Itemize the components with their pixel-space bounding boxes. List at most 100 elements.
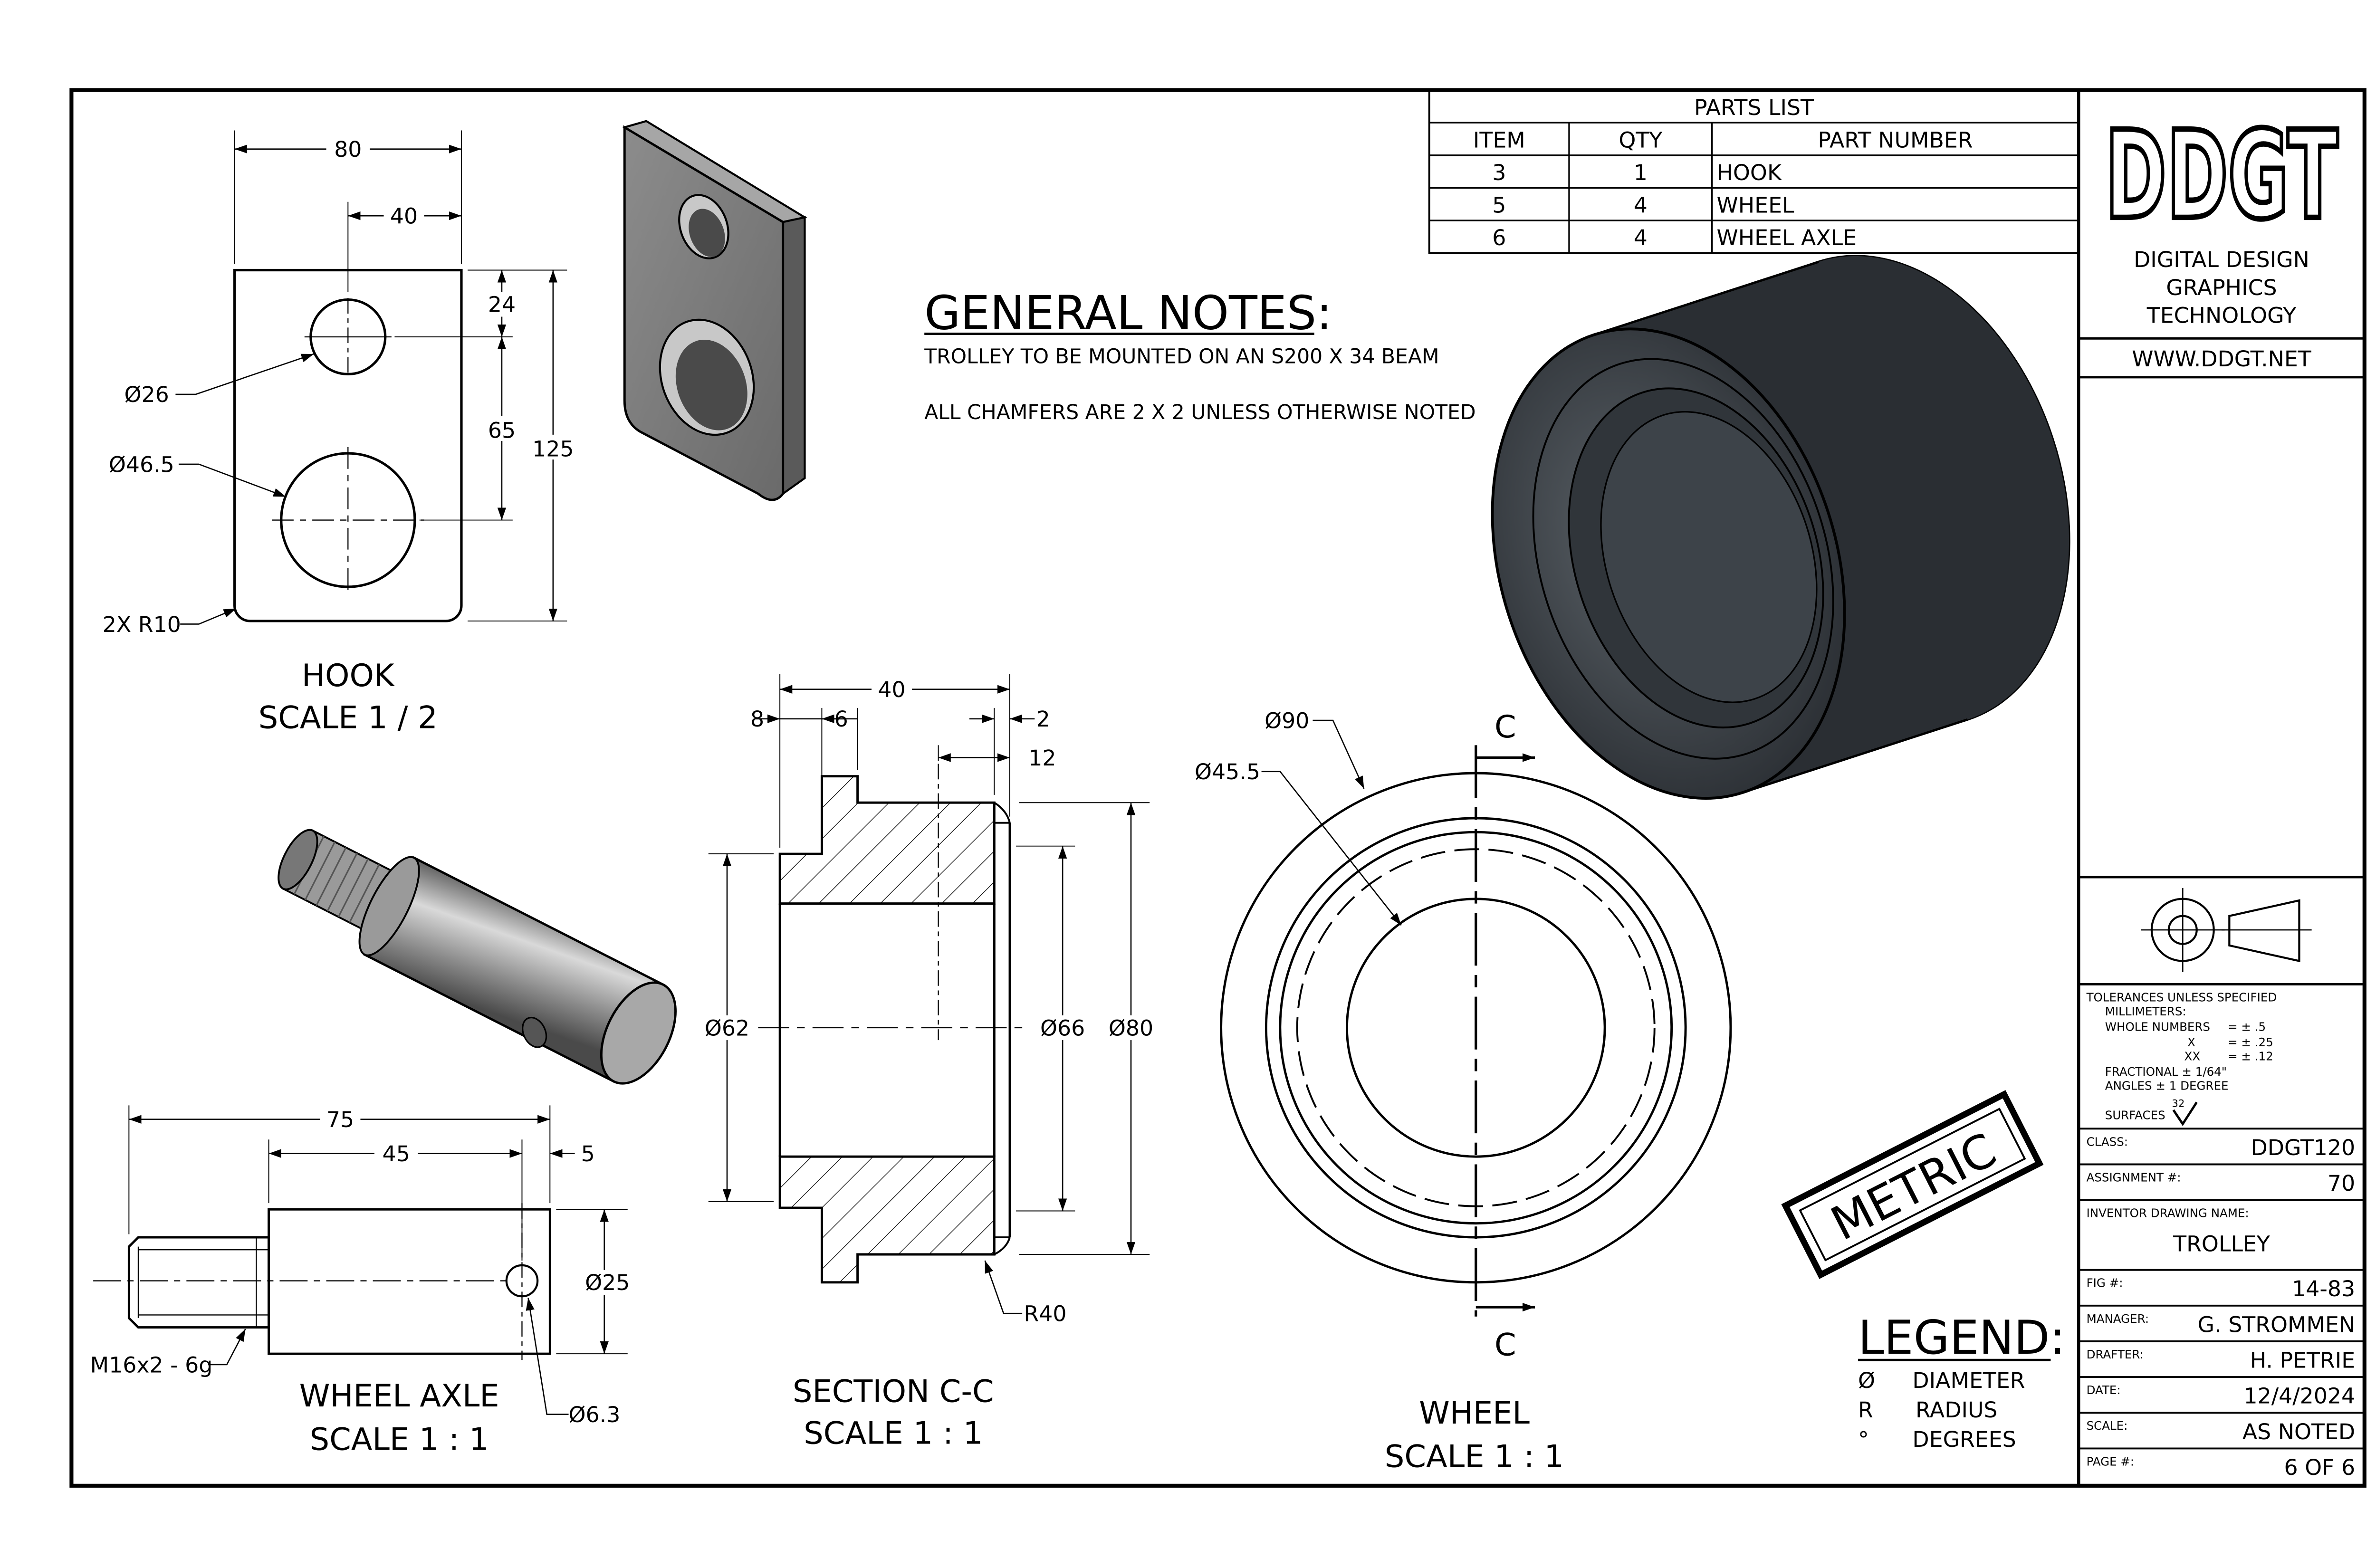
section-dim-6: 6 <box>834 707 848 732</box>
section-dia-62: Ø62 <box>705 1015 749 1041</box>
company-website: WWW.DDGT.NET <box>2132 346 2312 372</box>
tolerance-notes: TOLERANCES UNLESS SPECIFIED MILLIMETERS:… <box>2086 990 2277 1127</box>
general-notes-title: GENERAL NOTES: <box>924 287 1332 341</box>
parts-header-item: ITEM <box>1473 127 1525 153</box>
parts-row-3-item: 6 <box>1492 225 1506 250</box>
section-dim-8: 8 <box>750 707 764 732</box>
parts-row-1-item: 3 <box>1492 160 1506 185</box>
drawing-name-value: TROLLEY <box>2173 1231 2271 1256</box>
parts-row-1-part: HOOK <box>1717 160 1782 185</box>
hook-drawing: 80 40 24 65 125 Ø26 Ø46.5 2X R10 HOOK SC… <box>103 130 578 736</box>
section-title: SECTION C-C <box>793 1373 994 1409</box>
parts-row-2-part: WHEEL <box>1717 193 1794 218</box>
axle-dim-45: 45 <box>383 1141 410 1166</box>
hook-title: HOOK <box>302 658 395 694</box>
surface-finish-icon <box>2172 1101 2198 1127</box>
general-note-2: ALL CHAMFERS ARE 2 X 2 UNLESS OTHERWISE … <box>924 401 1475 424</box>
page-label: PAGE #: <box>2087 1454 2135 1468</box>
svg-text:FRACTIONAL ± 1/64": FRACTIONAL ± 1/64" <box>2105 1065 2227 1079</box>
company-line-1: DIGITAL DESIGN <box>2134 247 2309 272</box>
svg-text:SURFACES: SURFACES <box>2105 1109 2165 1122</box>
wheel-title: WHEEL <box>1419 1395 1530 1431</box>
svg-text:= ± .12: = ± .12 <box>2228 1050 2273 1063</box>
company-line-2: GRAPHICS <box>2166 275 2277 300</box>
svg-text:TOLERANCES UNLESS SPECIFIED: TOLERANCES UNLESS SPECIFIED <box>2086 990 2277 1004</box>
scale-label: SCALE: <box>2087 1419 2128 1433</box>
metric-stamp: METRIC <box>1781 1090 2044 1279</box>
wheel-cut-label-top: C <box>1495 709 1516 745</box>
axle-thread: M16x2 - 6g <box>90 1352 213 1377</box>
wheel-cut-label-bottom: C <box>1495 1327 1516 1363</box>
svg-text:MILLIMETERS:: MILLIMETERS: <box>2105 1004 2186 1018</box>
axle-scale: SCALE 1 : 1 <box>310 1422 489 1458</box>
legend-meaning-3: DEGREES <box>1912 1427 2016 1452</box>
parts-row-2-qty: 4 <box>1634 193 1648 218</box>
general-note-1: TROLLEY TO BE MOUNTED ON AN S200 X 34 BE… <box>924 345 1439 369</box>
axle-dia-25: Ø25 <box>585 1270 630 1295</box>
third-angle-projection-icon <box>2141 888 2312 972</box>
legend-meaning-2: RADIUS <box>1916 1397 1998 1423</box>
axle-isometric-render <box>278 829 677 1085</box>
drawing-name-label: INVENTOR DRAWING NAME: <box>2087 1206 2249 1220</box>
axle-dim-5: 5 <box>581 1141 595 1166</box>
legend-meaning-1: DIAMETER <box>1912 1368 2025 1393</box>
svg-text:ANGLES ± 1 DEGREE: ANGLES ± 1 DEGREE <box>2105 1079 2229 1093</box>
legend-symbol-1: Ø <box>1858 1368 1875 1393</box>
ddgt-logo: DDGT <box>2105 105 2338 246</box>
fig-label: FIG #: <box>2087 1276 2123 1290</box>
wheel-dia-45-5: Ø45.5 <box>1195 759 1260 784</box>
parts-header-qty: QTY <box>1619 127 1663 153</box>
sheet-border <box>69 88 2366 1488</box>
section-dim-12: 12 <box>1028 746 1056 771</box>
page-value: 6 OF 6 <box>2284 1455 2355 1480</box>
hook-isometric-render <box>622 120 808 501</box>
scale-value: AS NOTED <box>2242 1419 2355 1444</box>
legend: LEGEND: Ø DIAMETER R RADIUS ° DEGREES <box>1858 1311 2065 1452</box>
wheel-isometric-render <box>1491 255 2070 800</box>
legend-symbol-3: ° <box>1858 1427 1869 1452</box>
manager-label: MANAGER: <box>2087 1312 2149 1326</box>
axle-dim-75: 75 <box>326 1107 354 1132</box>
axle-title: WHEEL AXLE <box>299 1378 499 1414</box>
parts-list-table: PARTS LIST ITEM QTY PART NUMBER 3 1 HOOK… <box>1428 89 2080 254</box>
wheel-dia-90: Ø90 <box>1265 708 1309 733</box>
section-dia-80: Ø80 <box>1109 1015 1153 1041</box>
company-line-3: TECHNOLOGY <box>2146 303 2297 328</box>
hook-dim-24: 24 <box>488 292 516 317</box>
hook-dim-65: 65 <box>488 418 516 443</box>
hook-radius: 2X R10 <box>103 612 181 637</box>
section-dim-40: 40 <box>878 677 905 702</box>
section-dim-2: 2 <box>1036 707 1050 732</box>
section-radius: R40 <box>1024 1301 1066 1327</box>
parts-list-title: PARTS LIST <box>1694 95 1814 120</box>
legend-title: LEGEND: <box>1858 1311 2065 1365</box>
section-cc-drawing: 40 8 6 2 12 Ø62 Ø66 Ø80 R40 SECTION C-C … <box>699 674 1159 1452</box>
parts-row-1-qty: 1 <box>1634 160 1648 185</box>
assignment-label: ASSIGNMENT #: <box>2087 1170 2181 1184</box>
manager-value: G. STROMMEN <box>2198 1312 2356 1337</box>
hook-scale: SCALE 1 / 2 <box>259 699 438 736</box>
drafter-label: DRAFTER: <box>2087 1348 2144 1361</box>
hook-dim-40: 40 <box>390 204 418 229</box>
svg-text:XX: XX <box>2184 1050 2201 1063</box>
axle-drawing: 75 45 5 Ø25 M16x2 - 6g Ø6.3 WHEEL AXLE S… <box>90 1105 634 1458</box>
hook-dia-46-5: Ø46.5 <box>109 452 174 477</box>
parts-header-part-number: PART NUMBER <box>1818 127 1973 153</box>
parts-row-3-part: WHEEL AXLE <box>1717 225 1857 250</box>
section-dia-66: Ø66 <box>1040 1015 1085 1041</box>
hook-dia-26: Ø26 <box>125 382 169 407</box>
wheel-scale: SCALE 1 : 1 <box>1385 1439 1564 1475</box>
svg-text:WHOLE NUMBERS: WHOLE NUMBERS <box>2105 1020 2210 1034</box>
axle-dia-6-3: Ø6.3 <box>569 1402 621 1427</box>
title-block: DDGT DIGITAL DESIGN GRAPHICS TECHNOLOGY … <box>2077 90 2365 1486</box>
hook-dim-80: 80 <box>334 137 362 162</box>
section-scale: SCALE 1 : 1 <box>804 1415 983 1452</box>
svg-text:= ± .5: = ± .5 <box>2228 1020 2266 1034</box>
general-notes: GENERAL NOTES: TROLLEY TO BE MOUNTED ON … <box>924 287 1475 424</box>
assignment-value: 70 <box>2328 1171 2355 1196</box>
legend-symbol-2: R <box>1858 1397 1873 1423</box>
svg-text:X: X <box>2187 1035 2195 1049</box>
parts-row-3-qty: 4 <box>1634 225 1648 250</box>
date-value: 12/4/2024 <box>2243 1384 2355 1409</box>
